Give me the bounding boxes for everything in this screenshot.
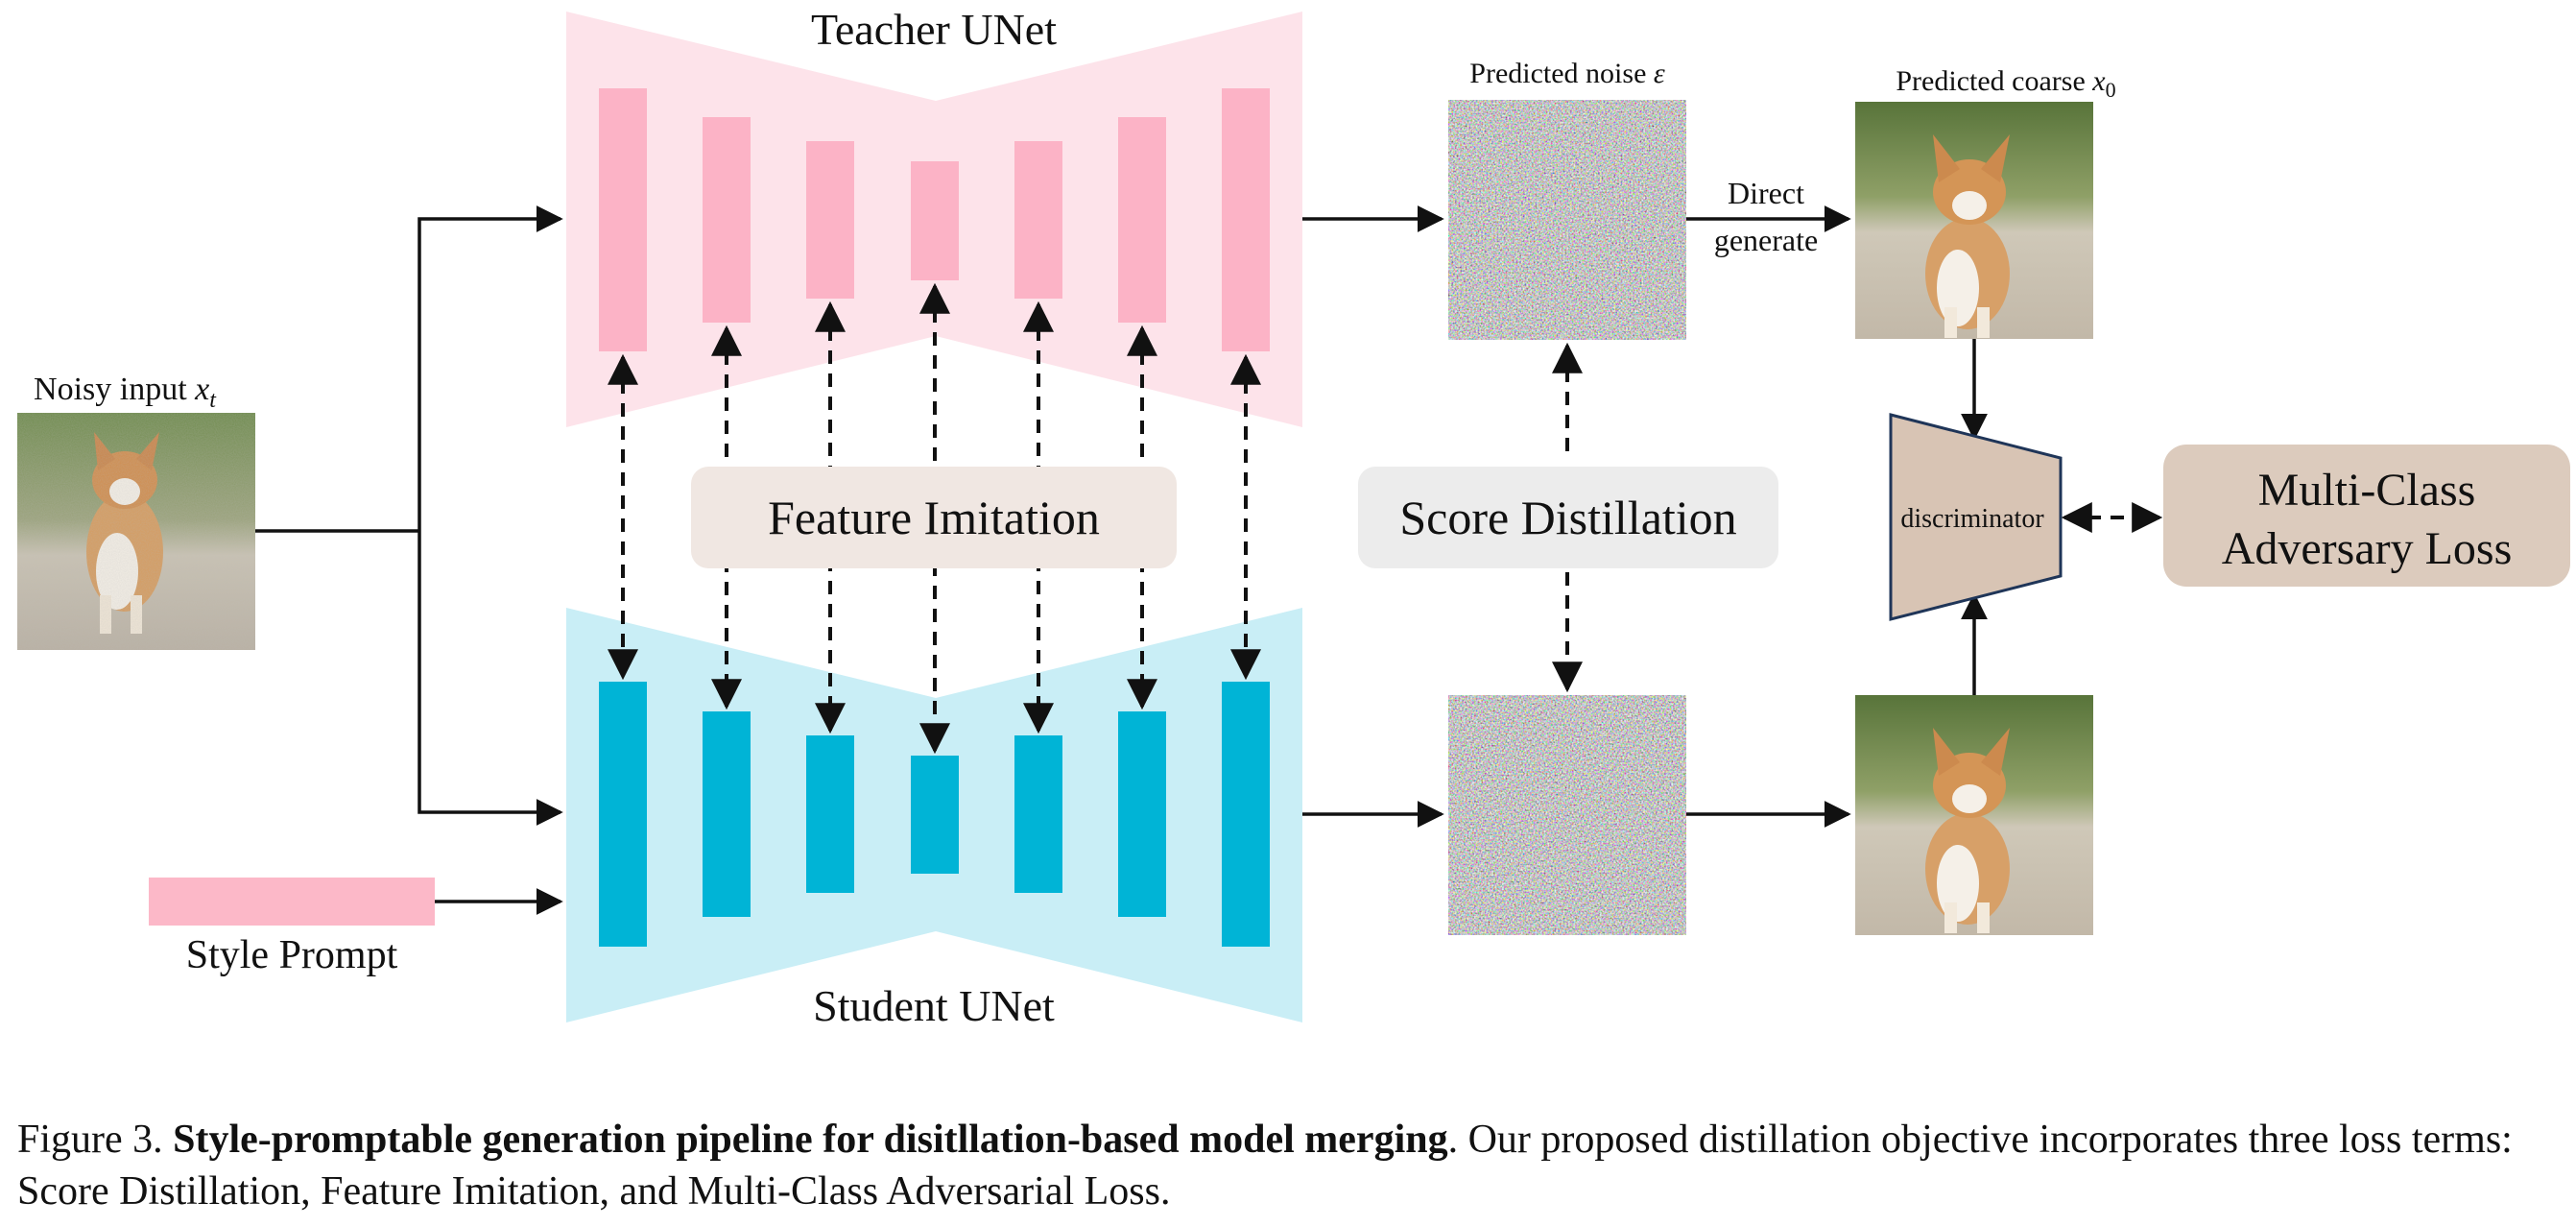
direct-generate-line1: Direct [1728,176,1804,210]
figure-caption: Figure 3. Style-promptable generation pi… [17,1114,2561,1217]
adversary-loss-line2: Adversary Loss [2222,523,2513,574]
student-block-1 [599,682,647,947]
student-block-5 [1014,735,1062,893]
student-unet-label: Student UNet [813,981,1055,1030]
student-coarse-image [1855,695,2093,935]
student-unet: Student UNet [566,608,1302,1030]
adversary-loss-box: Multi-Class Adversary Loss [2163,445,2570,587]
student-block-4 [911,756,959,874]
predicted-coarse: Predicted coarse x0 [1855,65,2116,935]
student-block-7 [1222,682,1270,947]
student-block-6 [1118,711,1166,917]
corgi-icon [1925,728,2010,933]
student-noise-image [1448,695,1686,935]
predicted-noise-label: Predicted noise ε [1469,58,1665,89]
teacher-block-6 [1118,117,1166,323]
teacher-block-5 [1014,141,1062,299]
student-block-3 [806,735,854,893]
teacher-coarse-image [1855,102,2093,339]
caption-prefix: Figure 3. [17,1118,163,1162]
pipeline-diagram: Teacher UNet Student UNet Feature Imitat… [17,5,2570,1030]
caption-bold: Style-promptable generation pipeline for… [173,1118,1448,1162]
teacher-block-7 [1222,88,1270,351]
direct-generate: Direct generate [1686,176,1851,257]
noisy-input: Noisy input xt [17,372,255,650]
teacher-unet: Teacher UNet [566,5,1302,427]
score-distillation-box: Score Distillation [1358,467,1778,568]
caption-rest: . Our proposed distillation objective in… [17,1118,2513,1214]
feature-imitation-box: Feature Imitation [691,467,1177,568]
predicted-coarse-label: Predicted coarse x0 [1896,65,2115,102]
adversary-loss-line1: Multi-Class [2258,465,2476,516]
student-block-2 [703,711,751,917]
style-prompt-label: Style Prompt [186,933,398,977]
teacher-block-4 [911,161,959,280]
teacher-noise-image [1448,100,1686,340]
score-distillation-label: Score Distillation [1399,491,1736,544]
teacher-block-3 [806,141,854,299]
input-connectors [255,205,1444,915]
noisy-input-image [17,413,255,650]
style-prompt: Style Prompt [149,878,435,977]
teacher-unet-label: Teacher UNet [811,5,1057,54]
style-prompt-bar [149,878,435,926]
direct-generate-line2: generate [1714,223,1818,257]
discriminator: discriminator [1889,339,2063,695]
discriminator-shape [1889,413,2063,621]
noisy-input-label: Noisy input xt [34,372,217,413]
predicted-noise: Predicted noise ε [1448,58,1686,935]
feature-imitation-label: Feature Imitation [768,491,1100,544]
teacher-block-1 [599,88,647,351]
corgi-icon [1925,134,2010,338]
teacher-block-2 [703,117,751,323]
discriminator-label: discriminator [1900,504,2044,534]
